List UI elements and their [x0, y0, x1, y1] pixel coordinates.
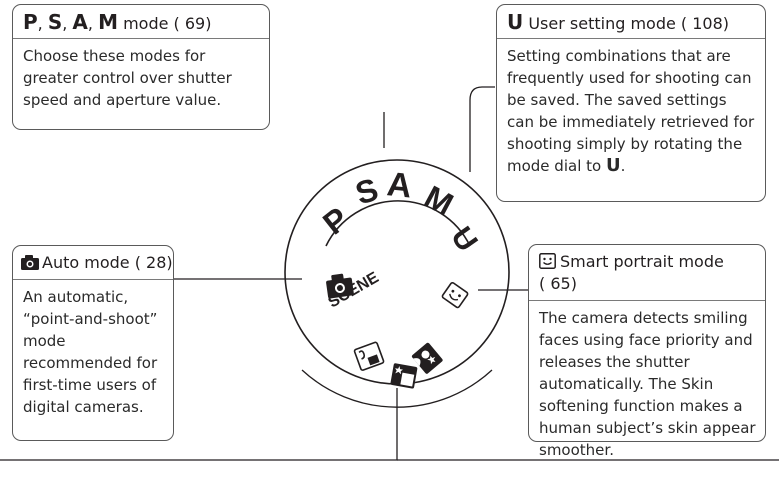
dial-lower-arc: [301, 369, 493, 408]
auto-mode-title: Auto mode ( 28): [42, 253, 173, 272]
dial-landscape-portrait-icon[interactable]: [353, 341, 385, 371]
mode-letter-a: A: [72, 10, 88, 34]
psam-mode-title: mode ( 69): [123, 14, 212, 33]
mode-letter-u-inline: U: [605, 155, 621, 176]
dial-smiley-face-icon[interactable]: [441, 281, 469, 309]
dial-upper-arc: [325, 200, 471, 247]
auto-mode-header: Auto mode ( 28): [13, 246, 173, 280]
smart-portrait-mode-ref: ( 65): [539, 274, 577, 293]
user-setting-mode-header: U User setting mode ( 108): [497, 5, 765, 39]
dial-label-u[interactable]: U: [444, 221, 483, 258]
auto-mode-callout: Auto mode ( 28) An automatic, “point-and…: [12, 245, 174, 441]
dial-label-a[interactable]: A: [385, 165, 413, 205]
mode-letter-s: S: [47, 10, 63, 34]
leader-user: [469, 86, 495, 172]
dial-label-p[interactable]: P: [316, 200, 355, 242]
user-setting-mode-text: Setting combinations that are frequently…: [507, 47, 755, 175]
mode-letter-p: P: [23, 10, 38, 34]
user-setting-mode-period: .: [620, 157, 626, 175]
smiley-face-icon: [539, 253, 556, 269]
camera-icon: [21, 255, 39, 270]
user-setting-mode-callout: U User setting mode ( 108) Setting combi…: [496, 4, 766, 202]
dial-camera-icon[interactable]: [325, 272, 354, 299]
dial-label-s[interactable]: S: [351, 171, 382, 212]
smart-portrait-mode-callout: Smart portrait mode ( 65) The camera det…: [528, 244, 766, 459]
mode-letter-m: M: [98, 10, 118, 34]
psam-mode-callout: P, S, A, M mode ( 69) Choose these modes…: [12, 4, 270, 130]
dial-label-m[interactable]: M: [419, 178, 459, 222]
user-setting-mode-title: User setting mode ( 108): [528, 14, 730, 33]
mode-letter-u: U: [507, 10, 524, 34]
user-setting-mode-description: Setting combinations that are frequently…: [497, 39, 765, 177]
smart-portrait-mode-title: Smart portrait mode: [560, 252, 724, 271]
auto-mode-description: An automatic, “point-and-shoot” mode rec…: [23, 288, 158, 416]
dial-night-portrait-icon[interactable]: [411, 342, 443, 375]
psam-mode-description: Choose these modes for greater control o…: [23, 47, 232, 109]
dial-sparkle-effects-icon[interactable]: [390, 363, 418, 389]
psam-mode-header: P, S, A, M mode ( 69): [13, 5, 269, 39]
smart-portrait-mode-header: Smart portrait mode ( 65): [529, 245, 765, 301]
smart-portrait-mode-description: The camera detects smiling faces using f…: [539, 309, 756, 459]
